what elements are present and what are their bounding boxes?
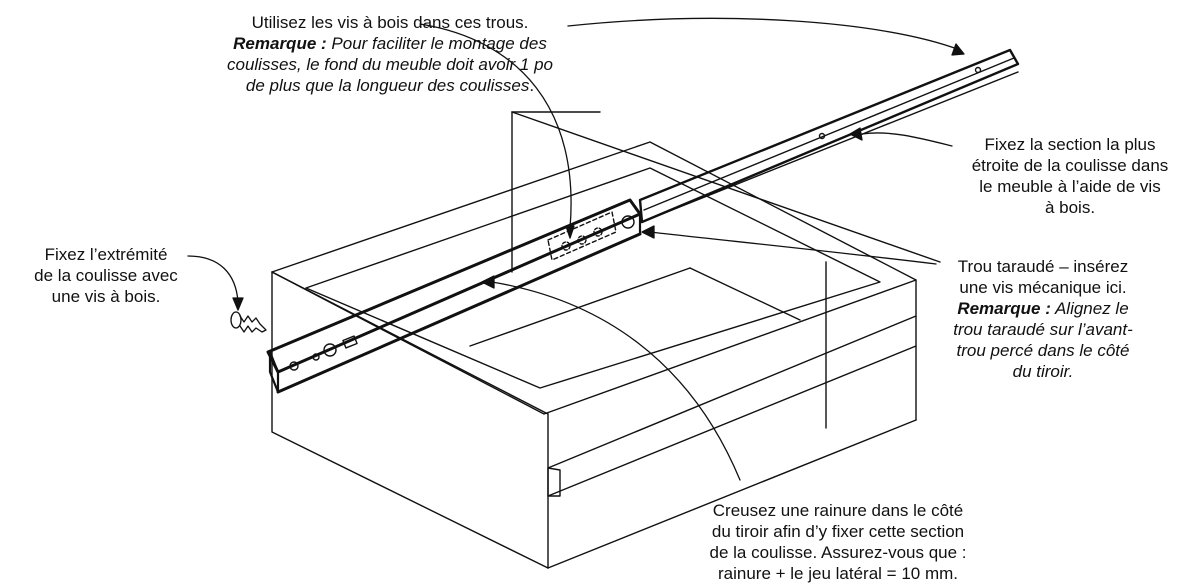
- cabinet-member-hole: [818, 132, 826, 140]
- callout-left-line2: de la coulisse avec: [34, 266, 178, 285]
- leader-right-to-slide: [861, 132, 953, 147]
- drawer-front-top: [271, 271, 549, 415]
- drawer-side-groove-upper: [547, 315, 917, 469]
- callout-top-note-line1: Remarque : Pour faciliter le montage des: [190, 33, 590, 54]
- drawer-front-face: [271, 271, 549, 569]
- note-label: Remarque :: [957, 299, 1051, 318]
- leader-tapped-hole: [649, 231, 937, 265]
- drawer-bottom-right: [689, 267, 801, 321]
- callout-tapped-line1: Trou taraudé – insérez: [957, 257, 1129, 276]
- hidden-screw-holes: [547, 211, 617, 261]
- drawer-bottom-line: [469, 267, 691, 347]
- note-text: de plus que la longueur des coulisses: [245, 76, 530, 95]
- slide-tapped-hole: [621, 215, 635, 229]
- wood-screw: [230, 311, 267, 333]
- callout-right-line2: étroite de la coulisse dans: [971, 156, 1169, 175]
- slide-drawer-member: [266, 198, 642, 374]
- leaders: [187, 17, 965, 481]
- arrowhead: [565, 225, 575, 239]
- wood-screw-thread: [239, 315, 267, 333]
- hidden-screw-hole: [577, 235, 587, 245]
- slide-cabinet-member-lower: [641, 71, 1019, 223]
- leader-bottom-to-slide: [491, 281, 741, 481]
- leader-top-to-slide-end: [567, 17, 961, 51]
- leader-left-to-screw: [187, 255, 239, 303]
- callout-top-line1: Utilisez les vis à bois dans ces trous.: [251, 13, 529, 32]
- arrowhead: [641, 225, 655, 239]
- callout-top: Utilisez les vis à bois dans ces trous. …: [190, 12, 590, 96]
- slide-cabinet-member: [638, 48, 1020, 224]
- slide-screw-hole: [289, 361, 299, 371]
- callout-tapped-note-line3: trou percé dans le côté: [956, 341, 1130, 360]
- arrowhead: [951, 43, 965, 56]
- slide-drawer-member-lower: [276, 232, 642, 394]
- callout-right-line4: à bois.: [1044, 198, 1096, 217]
- callout-bottom-line1: Creusez une rainure dans le côté: [712, 501, 964, 520]
- callout-bottom-line2: du tiroir afin d’y fixer cette section: [711, 522, 965, 541]
- note-text: Pour faciliter le montage des: [326, 34, 547, 53]
- slide-screw-hole: [312, 353, 320, 361]
- callout-tapped-line2: une vis mécanique ici.: [959, 278, 1127, 297]
- callout-tapped-hole: Trou taraudé – insérez une vis mécanique…: [934, 256, 1152, 382]
- arrowhead: [849, 127, 863, 141]
- leader-top-to-holes: [419, 23, 572, 229]
- callout-tapped-note-line2: trou taraudé sur l’avant-: [953, 320, 1133, 339]
- callout-left: Fixez l’extrémité de la coulisse avec un…: [16, 244, 196, 307]
- hidden-screw-hole: [561, 241, 571, 251]
- slide-cabinet-member-inner: [643, 57, 1015, 211]
- callout-right-line3: le meuble à l’aide de vis: [979, 177, 1161, 196]
- callout-top-note-line3: de plus que la longueur des coulisses.: [190, 75, 590, 96]
- slide-slot: [342, 335, 358, 349]
- hidden-screw-hole: [593, 227, 603, 237]
- callout-bottom-line4: rainure + le jeu latéral = 10 mm.: [717, 564, 958, 583]
- slide-screw-hole: [323, 343, 337, 357]
- callout-right-line1: Fixez la section la plus: [984, 135, 1156, 154]
- wood-screw-head: [230, 311, 242, 329]
- callout-tapped-note-line4: du tiroir.: [1012, 362, 1074, 381]
- callout-bottom-line3: de la coulisse. Assurez-vous que :: [709, 543, 967, 562]
- arrowhead: [232, 297, 244, 311]
- callout-top-note-line2: coulisses, le fond du meuble doit avoir …: [226, 55, 554, 74]
- drawer-box: [271, 141, 917, 569]
- drawer-groove-notch: [547, 467, 561, 497]
- drawer-side-groove-lower: [547, 345, 917, 497]
- drawer-slide: [266, 48, 1020, 394]
- cabinet-member-hole: [974, 66, 982, 74]
- callout-right: Fixez la section la plus étroite de la c…: [950, 134, 1188, 218]
- cabinet: [511, 111, 941, 429]
- note-text: Alignez le: [1050, 299, 1129, 318]
- drawer-top-rim: [271, 141, 917, 415]
- callout-tapped-note-line1: Remarque : Alignez le: [934, 298, 1152, 319]
- drawer-side-bottom: [547, 419, 917, 569]
- note-end: .: [529, 76, 535, 95]
- arrowhead: [481, 275, 495, 289]
- callout-bottom: Creusez une rainure dans le côté du tiro…: [668, 500, 1008, 584]
- drawer-inner-rim: [305, 167, 881, 389]
- note-label: Remarque :: [233, 34, 327, 53]
- callout-left-line1: Fixez l’extrémité: [44, 245, 168, 264]
- callout-left-line3: une vis à bois.: [51, 287, 161, 306]
